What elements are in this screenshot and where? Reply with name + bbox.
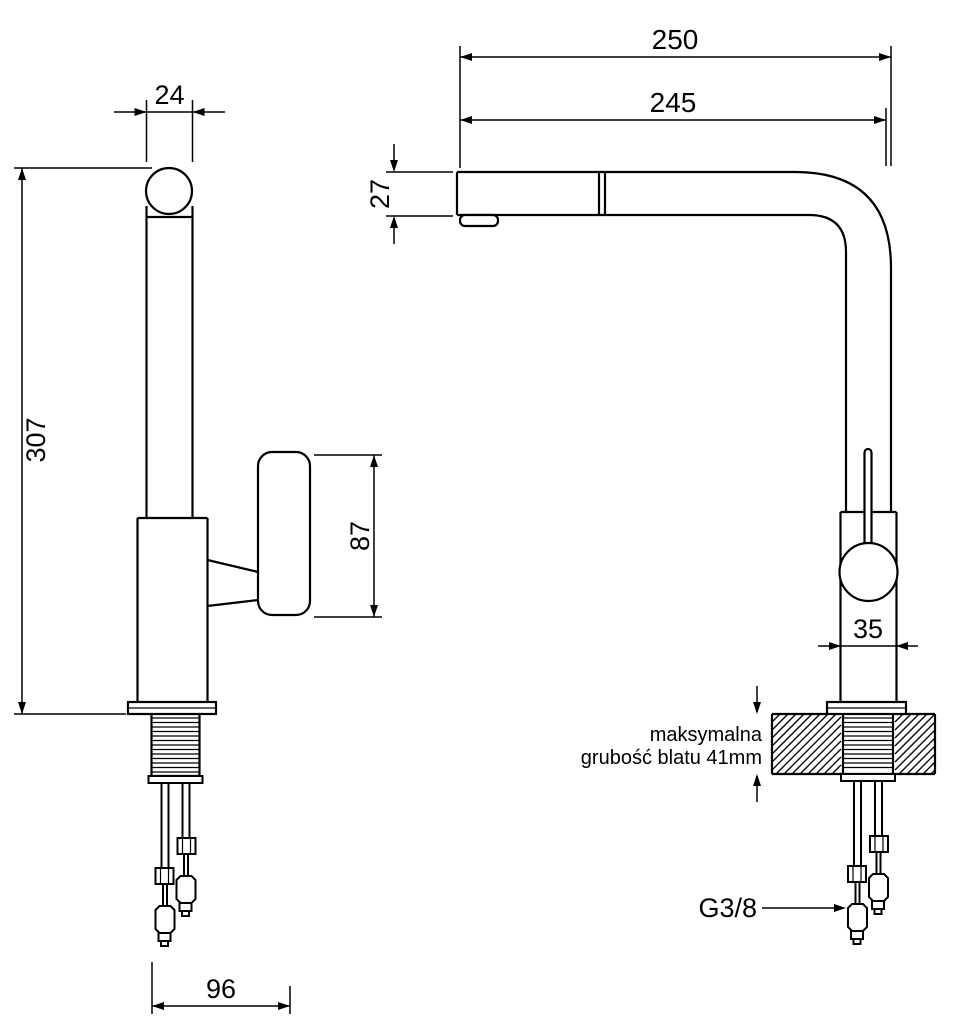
- front-spout-outer-contour: [457, 170, 893, 512]
- front-thread-lines: [844, 717, 892, 769]
- arrow-307-top: [18, 168, 26, 180]
- arrow-96-left: [152, 1002, 164, 1010]
- thread-size-label: G3/8: [698, 893, 757, 923]
- arrow-27-top: [390, 160, 398, 172]
- side-handle-taper-top: [207, 558, 259, 574]
- arrow-35-right: [896, 642, 908, 650]
- arrow-245-left: [460, 116, 472, 124]
- dim-label-handle-length: 87: [345, 521, 375, 551]
- front-spout-inner-contour: [457, 213, 848, 512]
- counter-hatch-left: [771, 713, 842, 775]
- dimension-lines: [14, 46, 918, 1014]
- front-undermount-assembly: [839, 772, 897, 946]
- side-thread-lines: [152, 717, 199, 773]
- counter-hatch-right: [894, 713, 936, 775]
- dim-label-spout-reach: 245: [650, 87, 697, 118]
- side-view-faucet: [126, 166, 312, 948]
- front-handle-stick: [863, 447, 873, 548]
- arrow-35-left: [829, 642, 841, 650]
- dim-label-base-span: 96: [206, 974, 236, 1004]
- dim-label-spout-pipe-width: 24: [154, 80, 184, 110]
- arrow-g38-leader: [834, 904, 846, 912]
- front-ball-joint: [838, 541, 899, 603]
- dim-label-spout-tube-height: 27: [365, 179, 395, 209]
- counter-note-line1: maksymalna: [650, 724, 763, 746]
- dim-label-overall-height: 307: [21, 417, 51, 462]
- arrow-24-left: [134, 108, 147, 116]
- arrow-250-right: [879, 53, 891, 61]
- dim-label-body-width: 35: [853, 614, 883, 644]
- front-view-faucet: [455, 170, 937, 946]
- arrow-245-right: [874, 116, 886, 124]
- dimension-arrowheads: [18, 53, 908, 1010]
- arrow-307-bottom: [18, 702, 26, 714]
- side-undermount-assembly: [147, 774, 204, 948]
- arrow-96-right: [278, 1002, 290, 1010]
- arrow-27-bottom: [390, 216, 398, 228]
- arrow-87-top: [370, 455, 378, 467]
- counter-note-line2: grubość blatu 41mm: [581, 747, 762, 769]
- arrow-41-bottom: [753, 774, 761, 786]
- side-handle-taper-bottom: [207, 598, 259, 608]
- arrow-24-right: [192, 108, 205, 116]
- arrow-250-left: [460, 53, 472, 61]
- arrow-41-top: [753, 702, 761, 714]
- dim-label-overall-depth: 250: [652, 24, 699, 55]
- side-spout-ball-joint: [144, 166, 194, 216]
- front-aerator: [458, 213, 500, 228]
- arrow-87-bottom: [370, 605, 378, 617]
- side-handle-lever: [256, 450, 312, 617]
